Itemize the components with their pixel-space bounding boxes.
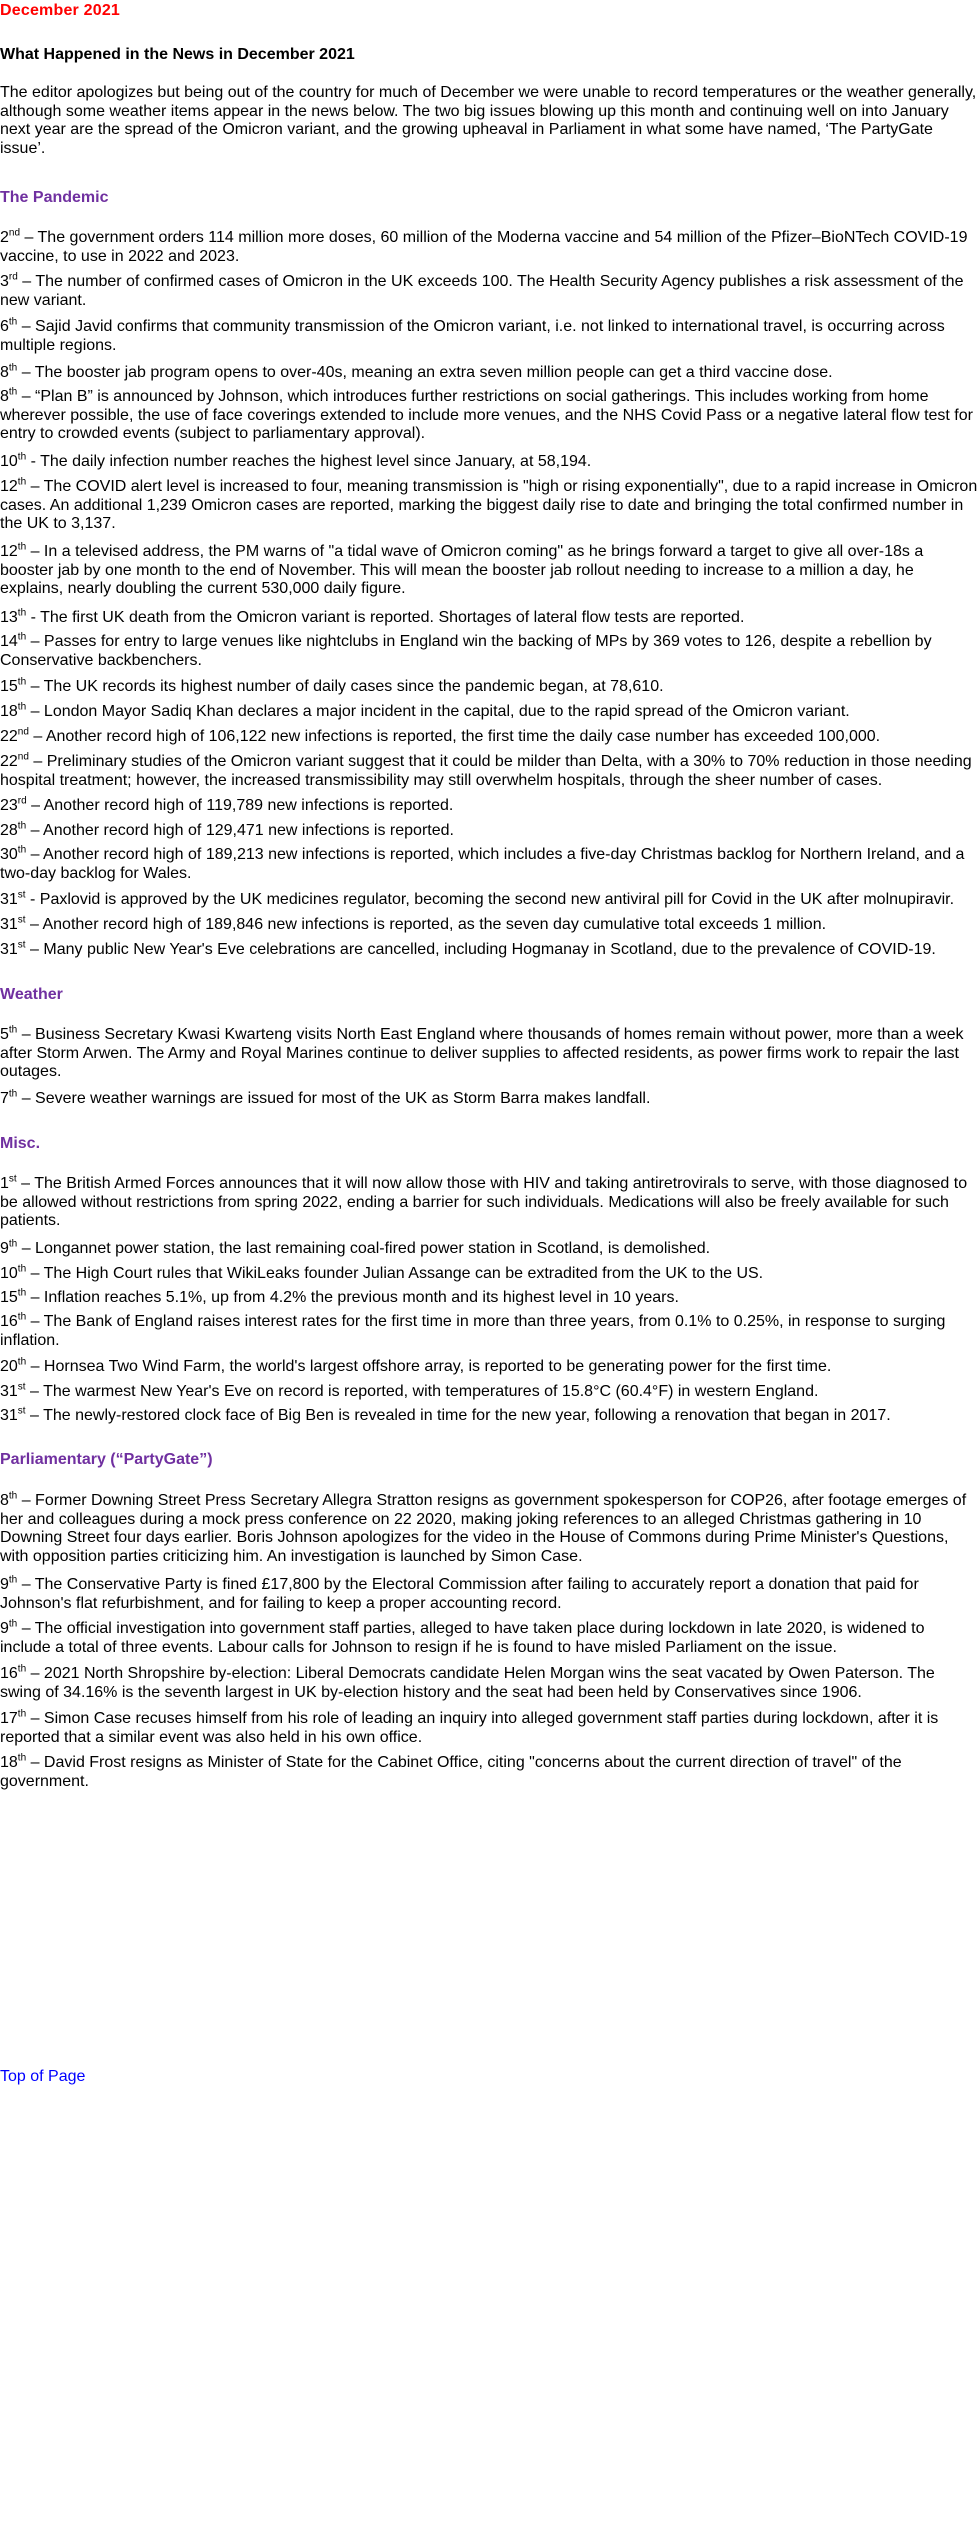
list-item: 14th – Passes for entry to large venues … bbox=[0, 631, 932, 669]
list-item: 28th – Another record high of 129,471 ne… bbox=[0, 820, 454, 839]
list-item: 18th – David Frost resigns as Minister o… bbox=[0, 1752, 902, 1790]
list-item: 20th – Hornsea Two Wind Farm, the world'… bbox=[0, 1356, 832, 1375]
top-of-page-link[interactable]: Top of Page bbox=[0, 2068, 86, 2085]
list-item: 1st – The British Armed Forces announces… bbox=[0, 1173, 968, 1229]
list-item: 17th – Simon Case recuses himself from h… bbox=[0, 1708, 939, 1746]
section-title-parliamentary: Parliamentary (“PartyGate”) bbox=[0, 1451, 213, 1468]
list-item: 30th – Another record high of 189,213 ne… bbox=[0, 844, 965, 882]
list-item: 31st – The newly-restored clock face of … bbox=[0, 1405, 891, 1424]
section-title-weather: Weather bbox=[0, 986, 63, 1003]
list-item: 13th - The first UK death from the Omicr… bbox=[0, 607, 745, 626]
month-title: December 2021 bbox=[0, 2, 121, 19]
list-item: 5th – Business Secretary Kwasi Kwarteng … bbox=[0, 1024, 964, 1080]
list-item: 15th – Inflation reaches 5.1%, up from 4… bbox=[0, 1287, 679, 1306]
list-item: 9th – Longannet power station, the last … bbox=[0, 1238, 711, 1257]
list-item: 31st – Many public New Year's Eve celebr… bbox=[0, 939, 936, 958]
section-title-misc: Misc. bbox=[0, 1135, 41, 1152]
section-title-pandemic: The Pandemic bbox=[0, 189, 109, 206]
page-headline: What Happened in the News in December 20… bbox=[0, 46, 355, 63]
list-item: 31st – Another record high of 189,846 ne… bbox=[0, 914, 827, 933]
list-item: 7th – Severe weather warnings are issued… bbox=[0, 1088, 651, 1107]
list-item: 6th – Sajid Javid confirms that communit… bbox=[0, 316, 945, 354]
list-item: 23rd – Another record high of 119,789 ne… bbox=[0, 795, 454, 814]
list-item: 22nd – Preliminary studies of the Omicro… bbox=[0, 751, 972, 789]
list-item: 16th – The Bank of England raises intere… bbox=[0, 1311, 946, 1349]
list-item: 8th – Former Downing Street Press Secret… bbox=[0, 1490, 967, 1565]
list-item: 15th – The UK records its highest number… bbox=[0, 676, 664, 695]
list-item: 22nd – Another record high of 106,122 ne… bbox=[0, 726, 881, 745]
list-item: 18th – London Mayor Sadiq Khan declares … bbox=[0, 701, 850, 720]
list-item: 9th – The official investigation into go… bbox=[0, 1618, 925, 1656]
list-item: 9th – The Conservative Party is fined £1… bbox=[0, 1574, 919, 1612]
list-item: 31st - Paxlovid is approved by the UK me… bbox=[0, 889, 955, 908]
list-item: 12th – The COVID alert level is increase… bbox=[0, 476, 978, 532]
list-item: 3rd – The number of confirmed cases of O… bbox=[0, 271, 964, 309]
list-item: 10th - The daily infection number reache… bbox=[0, 451, 592, 470]
list-item: 8th – The booster jab program opens to o… bbox=[0, 362, 833, 381]
list-item: 8th – “Plan B” is announced by Johnson, … bbox=[0, 386, 973, 442]
list-item: 10th – The High Court rules that WikiLea… bbox=[0, 1263, 764, 1282]
intro-paragraph: The editor apologizes but being out of t… bbox=[0, 84, 977, 157]
list-item: 2nd – The government orders 114 million … bbox=[0, 227, 968, 265]
list-item: 16th – 2021 North Shropshire by-election… bbox=[0, 1663, 935, 1701]
list-item: 31st – The warmest New Year's Eve on rec… bbox=[0, 1381, 819, 1400]
list-item: 12th – In a televised address, the PM wa… bbox=[0, 541, 924, 597]
